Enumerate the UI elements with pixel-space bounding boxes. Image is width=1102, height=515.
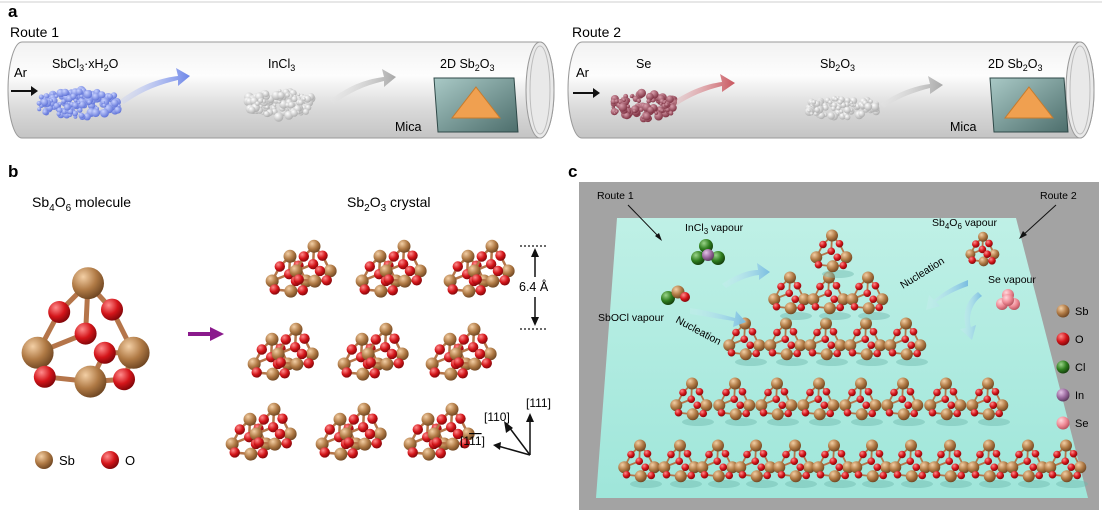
legend-o-label: O xyxy=(125,453,135,468)
route1-pointer-head-icon xyxy=(655,233,662,241)
sbcl3-powder xyxy=(36,85,122,121)
route2-triangle-flake-icon xyxy=(1003,86,1055,119)
route2-flow-arrow-icon xyxy=(672,74,735,106)
legend-o-swatch xyxy=(1056,332,1070,346)
route1-triangle-flake-icon xyxy=(450,86,502,119)
incl3-vapour-molecule xyxy=(691,239,725,265)
legend-in-label: In xyxy=(1075,390,1084,402)
panel-c-label: c xyxy=(568,162,577,181)
route1-product-label: 2D Sb2O3 xyxy=(440,57,495,73)
legend-se-swatch xyxy=(1056,416,1070,430)
route2-carrier-gas: Ar xyxy=(576,65,590,80)
legend-in-swatch xyxy=(1056,388,1070,402)
legend-cl-label: Cl xyxy=(1075,362,1085,374)
route2-product-label: 2D Sb2O3 xyxy=(988,57,1043,73)
crystal-axes-icon: [111] [110] [111] xyxy=(460,396,551,456)
mica-floor xyxy=(596,218,1088,498)
route2-precursor-label: Se xyxy=(636,57,651,71)
route1-middle-label: InCl3 xyxy=(268,57,295,73)
panel-c-route1-label: Route 1 xyxy=(597,190,634,202)
route1-pointer xyxy=(627,204,661,239)
axis-1-11-label: [111] xyxy=(460,434,485,448)
sb4o6-flow-arrow-icon xyxy=(926,280,968,310)
axis-110-label: [110] xyxy=(484,410,510,424)
legend-sb-label: Sb xyxy=(1075,306,1088,318)
sbocl-vapour-molecule xyxy=(661,285,690,305)
molecule-title: Sb4O6 molecule xyxy=(32,194,131,214)
route2-pointer xyxy=(1021,204,1057,237)
incl3-powder xyxy=(243,88,316,122)
incl3-flow-arrow-icon xyxy=(722,263,770,288)
legend-o-swatch xyxy=(101,451,119,469)
panel-b: b Sb4O6 molecule Sb2O3 crystal 6.4 Å xyxy=(8,162,551,469)
legend-sb-label: Sb xyxy=(59,453,75,468)
route1-substrate-label: Mica xyxy=(395,120,421,134)
legend-sb-swatch xyxy=(35,451,53,469)
route2-pointer-head-icon xyxy=(1019,231,1027,239)
legend-se-label: Se xyxy=(1075,418,1088,430)
panel-c-route2-label: Route 2 xyxy=(1040,190,1077,202)
se-vapour-molecule xyxy=(996,289,1020,310)
interlayer-spacing-marker: 6.4 Å xyxy=(519,245,549,330)
route1-precursor-label: SbCl3·xH2O xyxy=(52,57,119,73)
route2-gas-arrow-icon xyxy=(573,88,600,98)
sb4o6-molecule-model xyxy=(21,267,150,398)
panel-b-label: b xyxy=(8,162,18,181)
sbocl-vapour-label: SbOCl vapour xyxy=(598,312,664,324)
panel-b-legend: Sb O xyxy=(35,451,135,469)
sbocl-flow-arrow-icon xyxy=(690,308,746,327)
route2-title: Route 2 xyxy=(572,24,621,40)
route1-title: Route 1 xyxy=(10,24,59,40)
panel-a-label: a xyxy=(8,2,18,21)
route2-flow-arrow-2-icon xyxy=(880,76,943,108)
route2-tube: Route 2 Ar Se Sb2O3 2D Sb2O3 Mica xyxy=(567,24,1095,139)
legend-sb-swatch xyxy=(1056,304,1070,318)
incl3-vapour-label: InCl3 vapour xyxy=(685,222,744,236)
route1-flow-arrow-2-icon xyxy=(330,69,396,104)
route1-gas-arrow-icon xyxy=(11,86,38,96)
route1-tube: Route 1 Ar SbCl3·xH2O InCl3 2D Sb2O3 xyxy=(7,24,555,139)
legend-cl-swatch xyxy=(1056,360,1070,374)
sb4o6-vapour-label: Sb4O6 vapour xyxy=(932,217,997,231)
spacing-value: 6.4 Å xyxy=(519,279,549,294)
nucleation-pyramid xyxy=(618,229,1088,488)
route1-flow-arrow-icon xyxy=(120,68,190,104)
transformation-arrow-icon xyxy=(188,327,224,341)
sb4o6-vapour-molecule xyxy=(965,231,1000,267)
axis-111-label: [111] xyxy=(526,396,551,410)
sb2o3-powder xyxy=(804,95,880,121)
route2-substrate-label: Mica xyxy=(950,120,976,134)
crystal-title: Sb2O3 crystal xyxy=(347,194,430,214)
route2-middle-label: Sb2O3 xyxy=(820,57,855,73)
se-flow-arrow-icon xyxy=(960,292,982,340)
se-vapour-label: Se vapour xyxy=(988,274,1036,286)
panel-c: c Route 1 Route 2 InCl3 vapour SbOCl vap… xyxy=(568,162,1099,510)
legend-o-label: O xyxy=(1075,334,1084,346)
route1-carrier-gas: Ar xyxy=(14,65,28,80)
sb2o3-crystal-lattice xyxy=(225,239,515,461)
panel-a: a Route 1 Ar SbCl3·xH2O InCl3 xyxy=(7,2,1095,139)
